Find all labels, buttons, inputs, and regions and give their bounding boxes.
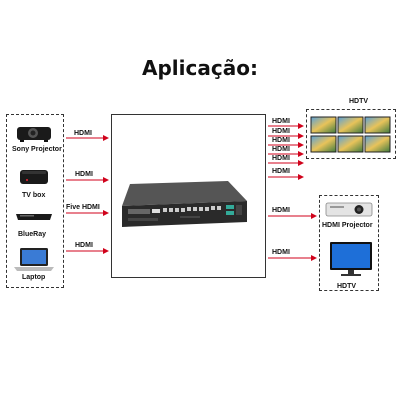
sources-panel — [6, 114, 64, 288]
wall-link-label: HDMI — [272, 168, 290, 175]
wall-link-label: HDMI — [272, 118, 290, 125]
wall-link-label: HDMI — [272, 137, 290, 144]
source-label-sony-projector: Sony Projector — [12, 146, 62, 153]
page-title: Aplicação: — [142, 56, 258, 80]
wall-link-label: HDMI — [272, 155, 290, 162]
input-link-label: HDMI — [75, 171, 93, 178]
output-label-hdtv: HDTV — [337, 283, 357, 290]
input-link-label: HDMI — [74, 130, 92, 137]
wall-link-label: HDMI — [272, 128, 290, 135]
output-label-hdmi-projector: HDMI Projector — [322, 222, 373, 229]
source-label-tv-box: TV box — [22, 192, 46, 199]
wall-link-label: HDMI — [272, 146, 290, 153]
input-link-label: HDMI — [75, 242, 93, 249]
input-link-label: Five HDMI — [66, 204, 100, 211]
matrix-device-frame — [111, 114, 266, 278]
device-link-label: HDMI — [272, 207, 290, 214]
video-wall-panel — [306, 109, 396, 159]
source-label-laptop: Laptop — [22, 274, 46, 281]
source-label-blueray: BlueRay — [18, 231, 47, 238]
device-link-label: HDMI — [272, 249, 290, 256]
wall-title: HDTV — [349, 98, 369, 105]
output-devices-panel — [319, 195, 379, 291]
